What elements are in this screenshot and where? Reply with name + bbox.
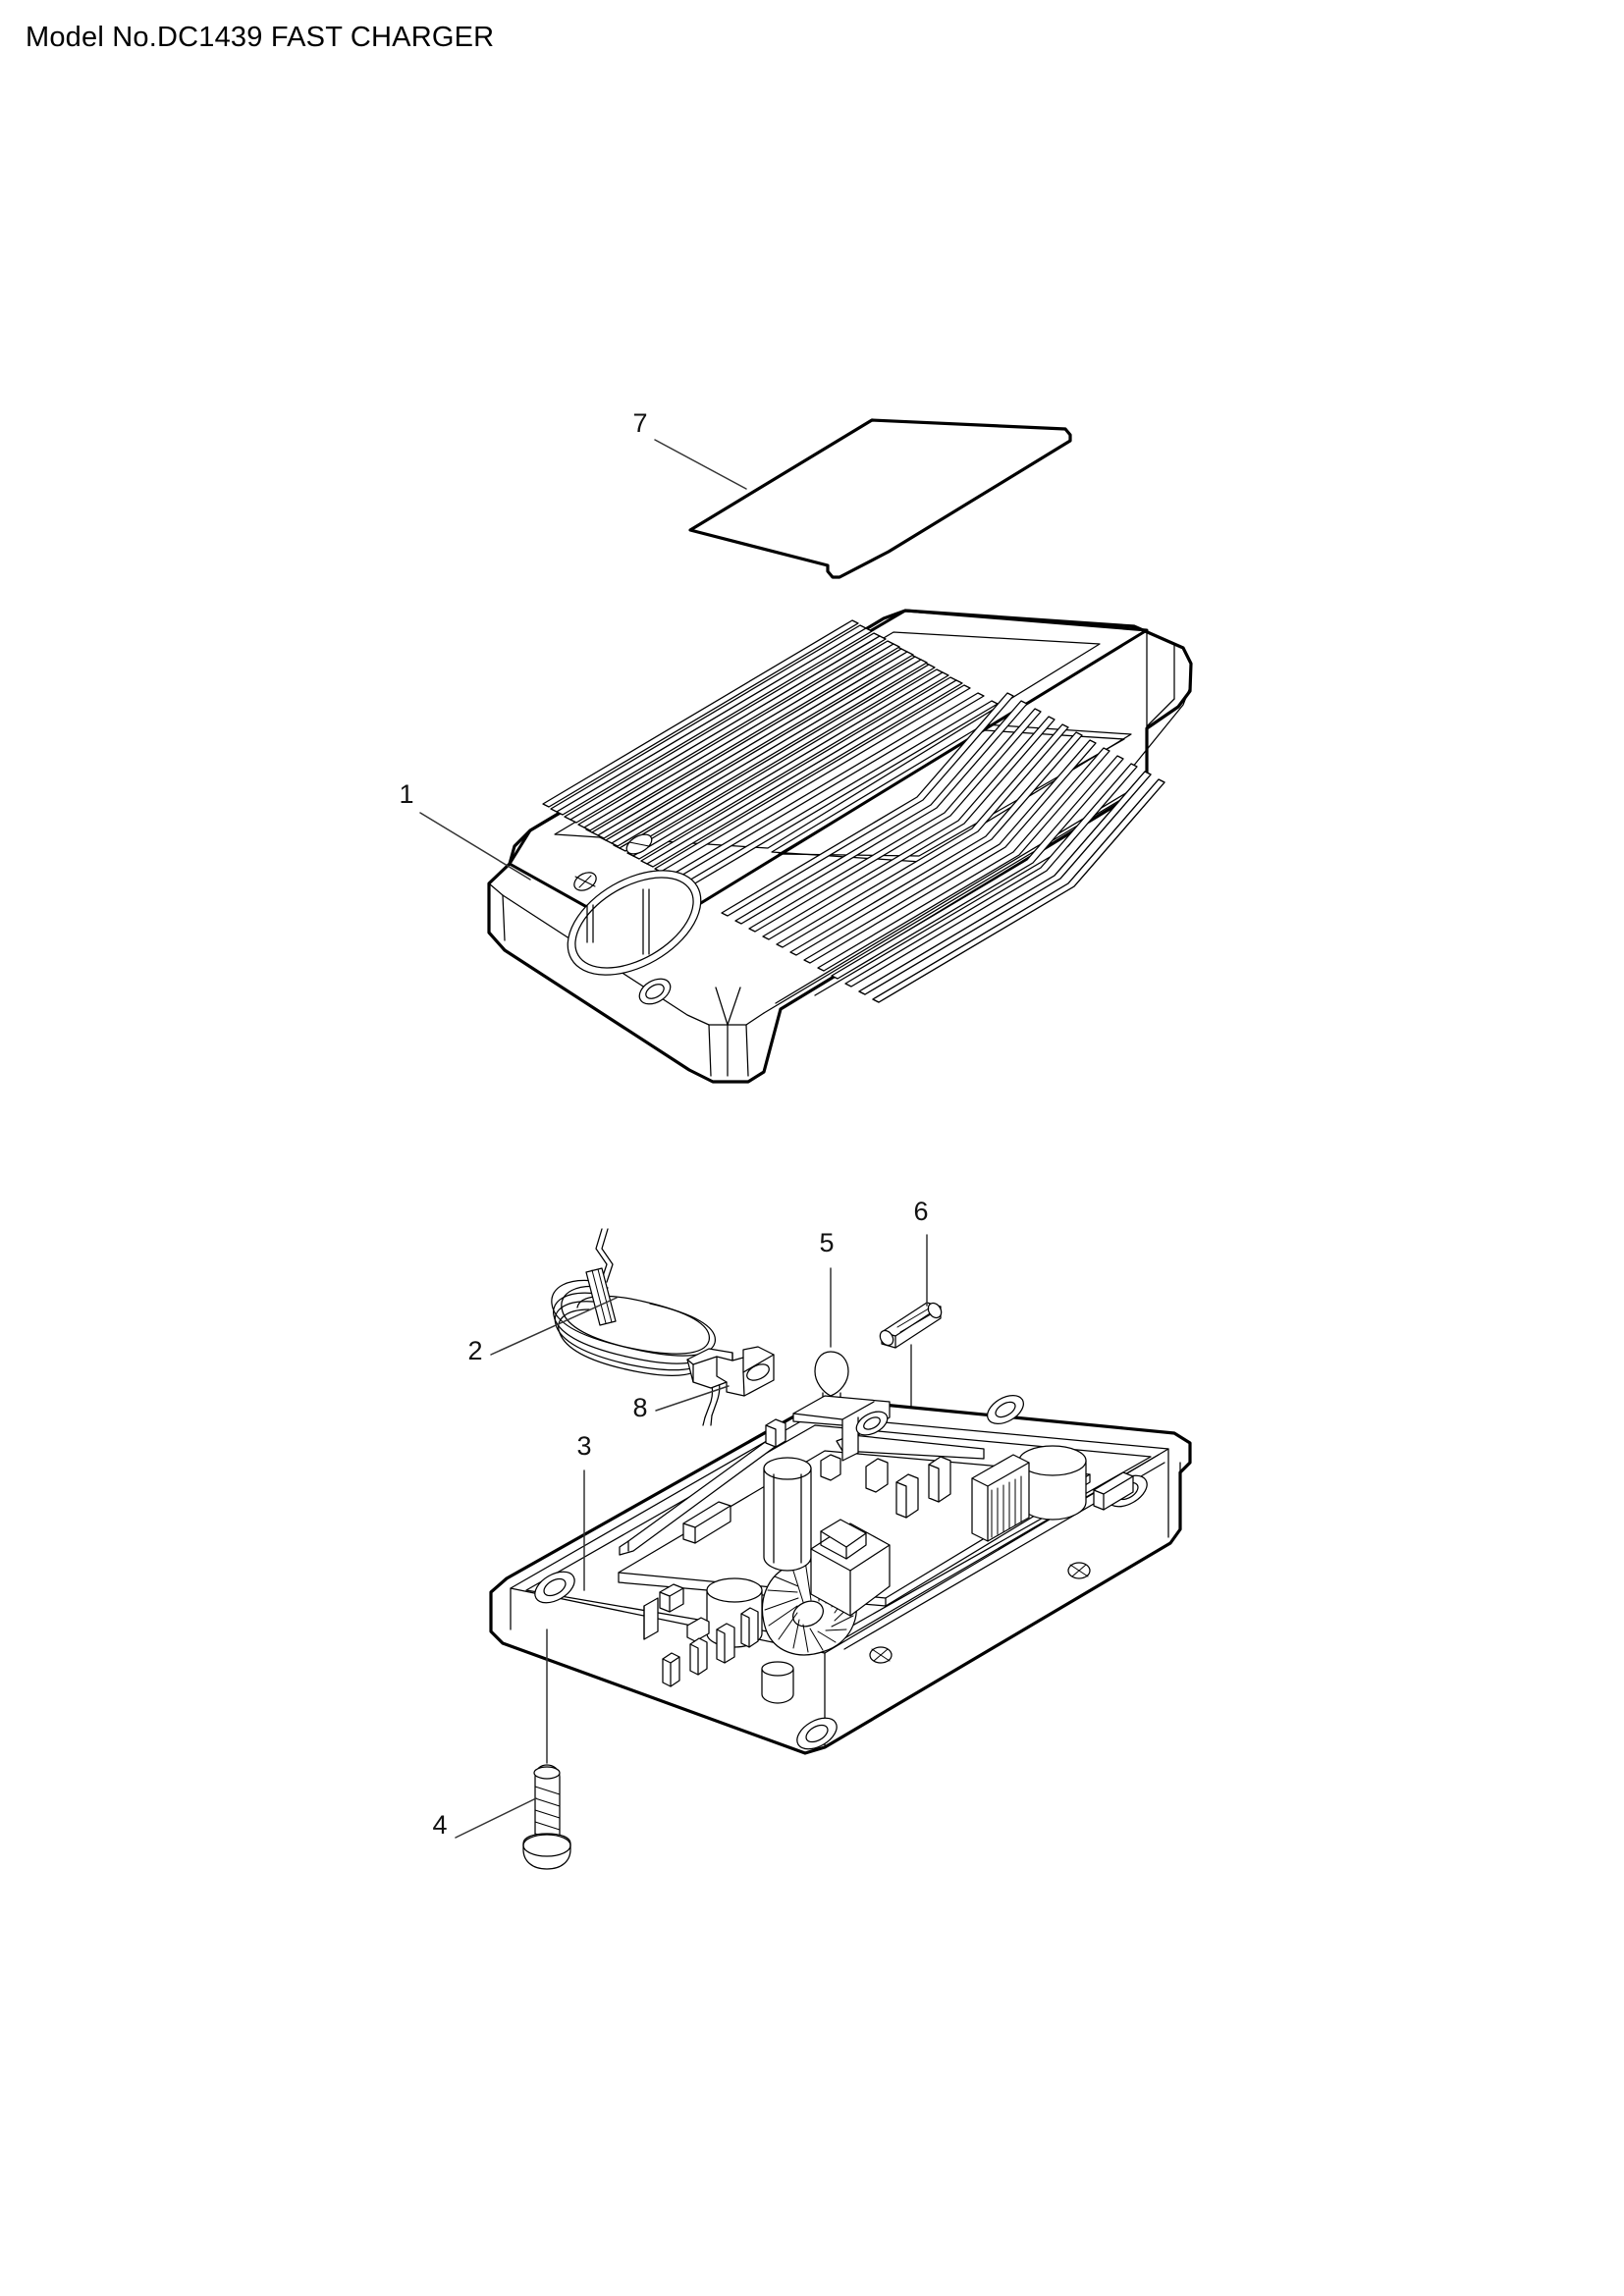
- transistor-tabs-left: [662, 1607, 759, 1687]
- callout-number-3: 3: [576, 1431, 591, 1461]
- component-block-b: [682, 1501, 731, 1544]
- screw-mark-floor-a: [1067, 1562, 1091, 1579]
- callout-number-2: 2: [467, 1336, 482, 1365]
- callout-number-6: 6: [913, 1197, 928, 1226]
- component-block-c: [643, 1597, 659, 1640]
- component-block-d: [686, 1617, 710, 1642]
- cord-coil: [551, 1267, 721, 1426]
- screw-boss-left: [534, 1571, 575, 1604]
- screw-mark-floor-b: [869, 1646, 893, 1664]
- heat-sink-fins: [971, 1454, 1030, 1542]
- screw-boss-rear: [987, 1394, 1024, 1425]
- component-block-a: [659, 1583, 684, 1613]
- screw-boss-front: [796, 1717, 838, 1750]
- small-vent-oval: [625, 833, 653, 855]
- callout-1: 1: [399, 779, 531, 881]
- pin-headers: [765, 1418, 841, 1481]
- terminal-posts: [865, 1456, 951, 1519]
- part-6-fuse: [879, 1302, 943, 1349]
- part-8-cord-bushing: [686, 1346, 775, 1397]
- callout-number-1: 1: [399, 779, 413, 809]
- part-2-power-cord: [551, 1228, 721, 1426]
- callout-2: 2: [467, 1297, 618, 1365]
- battery-terminal-slot: [567, 870, 702, 976]
- page-title: Model No.DC1439 FAST CHARGER: [26, 22, 495, 53]
- callout-number-4: 4: [432, 1810, 447, 1840]
- callout-number-5: 5: [819, 1228, 834, 1257]
- transformer-block: [810, 1519, 891, 1617]
- callout-number-7: 7: [632, 408, 647, 438]
- callout-7: 7: [632, 408, 747, 490]
- part-1-upper-housing: [487, 609, 1193, 1084]
- screw-mark-top: [573, 872, 597, 891]
- component-block-e: [1093, 1471, 1134, 1511]
- callout-8: 8: [632, 1385, 730, 1422]
- led-indicator: [638, 978, 672, 1005]
- capacitor-right: [1018, 1445, 1087, 1521]
- mount-bracket: [792, 1395, 891, 1462]
- part-7-name-plate: [688, 418, 1072, 579]
- vent-panel-upper: [542, 619, 1101, 888]
- part-3-lower-housing: [489, 1394, 1192, 1755]
- callout-number-8: 8: [632, 1393, 647, 1422]
- small-cylinder: [761, 1661, 794, 1704]
- callout-4: 4: [432, 1797, 537, 1840]
- callout-3: 3: [576, 1431, 592, 1591]
- vent-panel-right: [721, 686, 1191, 1003]
- part-4-tapping-screw: [522, 1629, 571, 1870]
- capacitor-tall-left: [763, 1457, 812, 1572]
